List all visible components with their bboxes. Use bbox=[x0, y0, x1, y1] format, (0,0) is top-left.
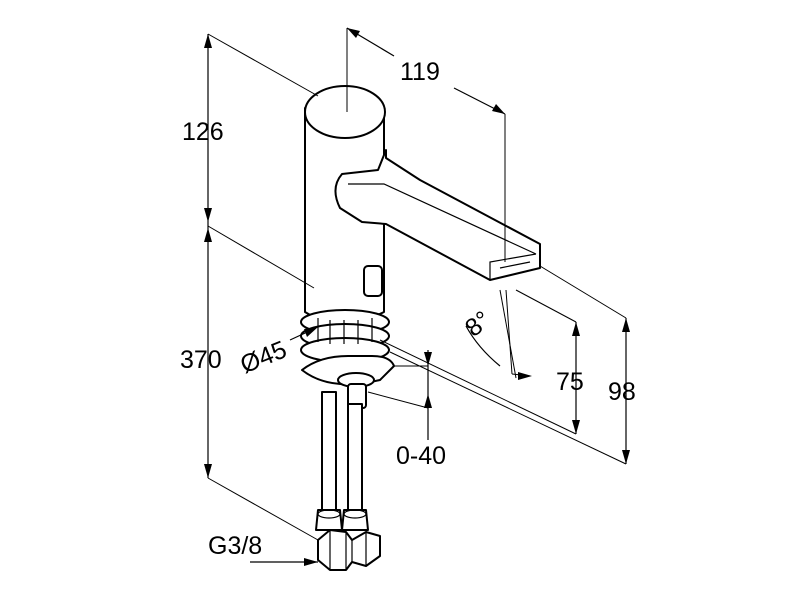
supply-hose-left bbox=[321, 391, 337, 511]
dimension-75 bbox=[379, 289, 580, 435]
label-98: 98 bbox=[608, 378, 636, 406]
g38-connector bbox=[317, 529, 381, 571]
dimension-vertical-left bbox=[204, 33, 319, 541]
hose-fitting-left bbox=[315, 509, 343, 531]
faucet-illustration bbox=[300, 85, 541, 571]
label-0-40: 0-40 bbox=[396, 442, 446, 470]
dimension-angle-8 bbox=[465, 289, 532, 380]
faucet-top-cap bbox=[304, 85, 386, 139]
label-119: 119 bbox=[400, 58, 440, 86]
label-75: 75 bbox=[556, 368, 584, 396]
label-126: 126 bbox=[182, 118, 224, 146]
dimension-g38 bbox=[250, 558, 318, 566]
sensor-window bbox=[363, 265, 383, 297]
dimension-diameter-45 bbox=[289, 327, 318, 341]
label-g38: G3/8 bbox=[208, 532, 262, 560]
dimension-0-40 bbox=[367, 350, 432, 440]
supply-hose-right bbox=[347, 403, 363, 511]
dimension-119 bbox=[346, 27, 506, 262]
hose-fitting-right bbox=[341, 509, 369, 531]
label-diameter-45: Ø45 bbox=[236, 336, 290, 380]
dimension-98 bbox=[389, 265, 630, 465]
label-angle-8: 8° bbox=[460, 306, 496, 343]
label-370: 370 bbox=[180, 346, 222, 374]
faucet-spout bbox=[334, 149, 541, 281]
